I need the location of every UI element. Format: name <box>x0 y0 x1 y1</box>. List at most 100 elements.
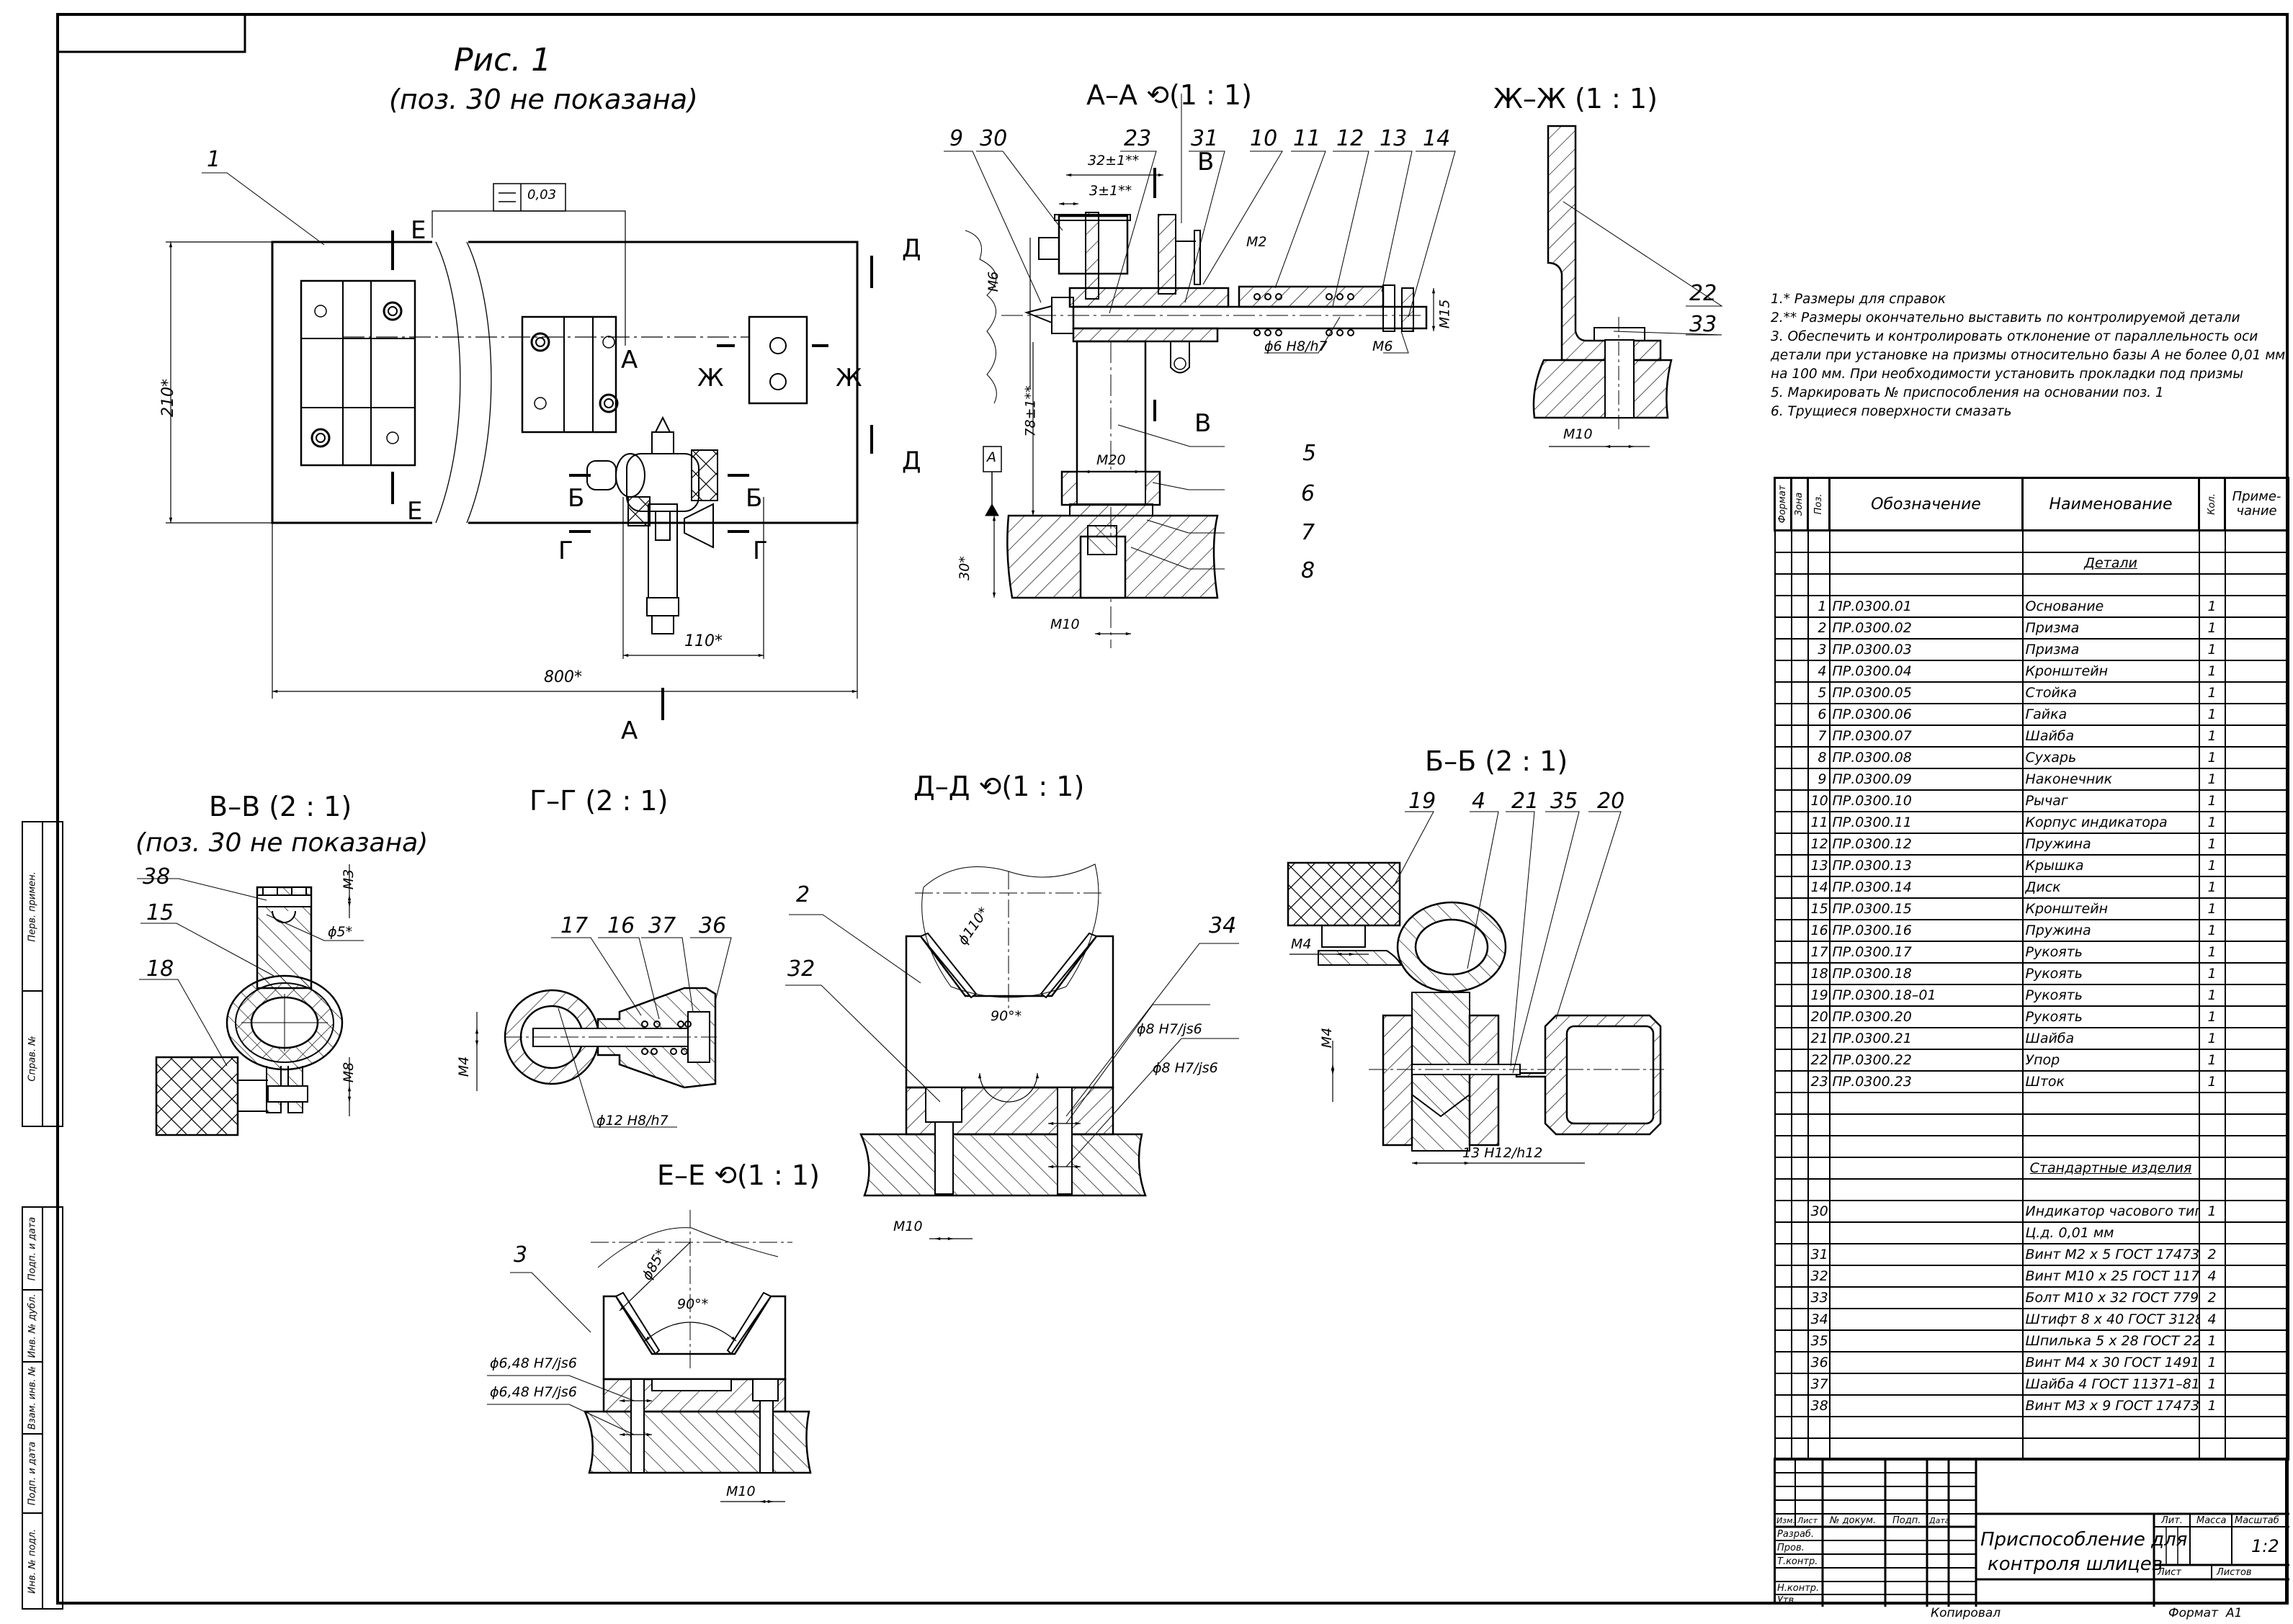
part-qty: 1 <box>2198 811 2226 834</box>
cell <box>1774 1070 1792 1093</box>
cell <box>2224 1265 2289 1288</box>
cell <box>1774 703 1792 726</box>
section-mark-A-top: А <box>621 346 638 374</box>
cell <box>2224 1092 2289 1115</box>
cell <box>1790 1113 1809 1136</box>
part-qty: 1 <box>2198 876 2226 899</box>
cell <box>1774 1394 1792 1417</box>
part-pos: 16 <box>1807 919 1831 942</box>
row-nkontr: Н.контр. <box>1777 1583 1820 1594</box>
cell <box>1807 1437 1831 1461</box>
cell <box>1790 638 1809 661</box>
part-qty: 1 <box>2198 768 2226 791</box>
part-pos: 11 <box>1807 811 1831 834</box>
cell <box>1790 1243 1809 1266</box>
cell <box>1828 1329 2024 1352</box>
cell <box>2021 1113 2200 1136</box>
cell <box>2198 1416 2226 1439</box>
cell <box>1790 941 1809 964</box>
header-note: Приме-чание <box>2224 477 2289 531</box>
stamp-podp-data-1: Подп. и дата <box>27 1216 38 1280</box>
view-VV-drawing <box>137 864 364 1136</box>
section-mark-E-bottom: Е <box>407 497 423 526</box>
cell <box>1774 1200 1792 1223</box>
std-name: Винт М10 х 25 ГОСТ 11738–84 <box>2021 1265 2200 1288</box>
cell <box>1774 1373 1792 1396</box>
part-pos: 2 <box>1807 616 1831 640</box>
part-name: Упор <box>2021 1049 2200 1072</box>
cell <box>1828 573 2024 596</box>
rotated-view-icon: ⟲ <box>714 1159 737 1191</box>
view-EE-title-text: Е–Е <box>657 1159 706 1191</box>
corner-box <box>56 13 246 53</box>
section-mark-Zh-right: Ж <box>836 364 862 392</box>
cell <box>2224 1416 2289 1439</box>
cell <box>1790 1373 1809 1396</box>
drawing-title-line2: контроля шлицев <box>1988 1553 2163 1575</box>
callout-38: 38 <box>143 864 171 889</box>
part-qty: 1 <box>2198 703 2226 726</box>
callout-32: 32 <box>787 956 815 982</box>
view-EE-drawing <box>487 1210 812 1504</box>
part-code: ПР.0300.12 <box>1828 833 2024 856</box>
section-row-standard: Стандартные изделия <box>1774 1157 2289 1180</box>
label-sheet: Лист <box>2158 1567 2181 1578</box>
cell <box>1828 1308 2024 1331</box>
col-list: Лист <box>1797 1516 1818 1525</box>
cell <box>1790 552 1809 575</box>
cell <box>1774 616 1792 640</box>
callout-15: 15 <box>146 900 174 925</box>
cell <box>1790 1265 1809 1288</box>
part-code: ПР.0300.07 <box>1828 724 2024 748</box>
parts-list-header: Формат Зона Поз. Обозначение Наименовани… <box>1774 477 2289 531</box>
cell <box>1774 1243 1792 1266</box>
part-qty: 1 <box>2198 789 2226 812</box>
cell <box>2224 1243 2289 1266</box>
std-pos: 31 <box>1807 1243 1831 1266</box>
part-qty: 1 <box>2198 724 2226 748</box>
callout-11: 11 <box>1293 126 1321 151</box>
label-scale: Масштаб <box>2235 1515 2279 1526</box>
part-name: Пружина <box>2021 833 2200 856</box>
std-name: Болт М10 х 32 ГОСТ 7798–70 <box>2021 1286 2200 1309</box>
part-pos: 13 <box>1807 854 1831 877</box>
section-mark-V-top: В <box>1197 148 1215 176</box>
cell <box>1774 941 1792 964</box>
cell <box>1774 897 1792 920</box>
std-qty: 1 <box>2198 1200 2226 1223</box>
view-ZhZh-title: Ж–Ж (1 : 1) <box>1493 83 1658 115</box>
dim-fit648b: ϕ6,48 H7/js6 <box>490 1384 577 1400</box>
cell <box>1774 1286 1792 1309</box>
copied-label: Копировал <box>1931 1606 2001 1620</box>
cell <box>1807 1416 1831 1439</box>
part-code: ПР.0300.14 <box>1828 876 2024 899</box>
part-qty: 1 <box>2198 638 2226 661</box>
empty-row <box>1774 1092 2289 1115</box>
cell <box>2224 919 2289 942</box>
part-pos: 23 <box>1807 1070 1831 1093</box>
cell <box>1828 1437 2024 1461</box>
view-GG-drawing <box>475 937 732 1128</box>
cell <box>1790 789 1809 812</box>
cell <box>1774 1178 1792 1201</box>
std-qty: 2 <box>2198 1243 2226 1266</box>
std-name: Индикатор часового типа <box>2021 1200 2200 1223</box>
empty-row <box>1774 1178 2289 1201</box>
cell <box>2224 616 2289 640</box>
part-code: ПР.0300.08 <box>1828 746 2024 769</box>
cell <box>2224 876 2289 899</box>
part-pos: 17 <box>1807 941 1831 964</box>
dim-M4-GG: M4 <box>456 1056 473 1077</box>
cell <box>2224 660 2289 683</box>
callout-18: 18 <box>146 956 174 982</box>
cell <box>1790 1049 1809 1072</box>
part-name: Диск <box>2021 876 2200 899</box>
section-mark-V-bottom: В <box>1194 409 1212 438</box>
